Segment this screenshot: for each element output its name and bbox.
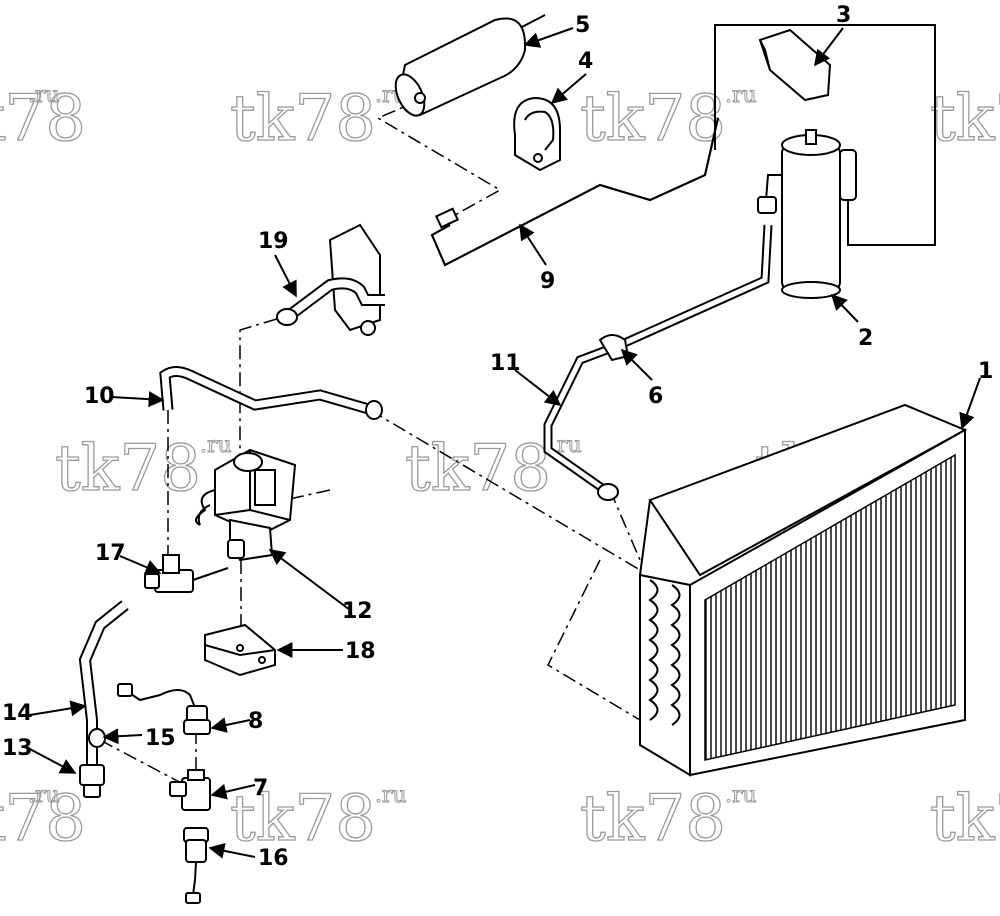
svg-text:tk78: tk78 xyxy=(580,782,726,856)
svg-text:.ru: .ru xyxy=(725,783,757,808)
svg-text:.ru: .ru xyxy=(725,83,757,108)
watermark: tk78.ru xyxy=(54,431,232,506)
part-2-receiver xyxy=(757,129,857,299)
watermark: tk78.ru xyxy=(0,781,87,856)
part-4-clamp xyxy=(513,96,561,172)
watermark: tk78.ru xyxy=(229,781,407,856)
part-9-tube xyxy=(430,117,719,267)
svg-text:tk78: tk78 xyxy=(930,782,1000,856)
svg-text:tk78: tk78 xyxy=(0,82,86,156)
callout-10: 10 xyxy=(84,384,115,409)
callout-11: 11 xyxy=(490,351,521,376)
svg-text:.ru: .ru xyxy=(200,433,232,458)
callout-8: 8 xyxy=(248,709,263,734)
part-3-bracket xyxy=(714,24,936,246)
svg-text:.ru: .ru xyxy=(28,83,60,108)
part-17-tee xyxy=(144,554,229,593)
callout-4: 4 xyxy=(578,49,593,74)
callout-9: 9 xyxy=(540,269,555,294)
callout-1: 1 xyxy=(978,359,993,384)
part-13-fitting xyxy=(79,764,105,798)
svg-text:tk78: tk78 xyxy=(230,782,376,856)
part-19-bracket xyxy=(276,223,385,336)
part-7-tee xyxy=(169,769,211,811)
svg-text:tk78: tk78 xyxy=(580,82,726,156)
watermark: tk78.ru xyxy=(404,431,582,506)
svg-text:tk78: tk78 xyxy=(0,782,86,856)
watermark-layer: tk78.ru tk78.ru tk78.ru tk78 tk78.ru tk7… xyxy=(0,81,1000,856)
watermark: tk78.ru xyxy=(579,781,757,856)
part-10-tube xyxy=(159,366,383,420)
part-18-bracket xyxy=(204,623,276,677)
part-5-filter-drier xyxy=(394,14,546,117)
watermark: tk78.ru xyxy=(579,81,757,156)
part-16-pressure-switch xyxy=(183,827,209,904)
callout-14: 14 xyxy=(2,701,33,726)
svg-text:tk78: tk78 xyxy=(55,432,201,506)
callout-7: 7 xyxy=(253,776,268,801)
callout-17: 17 xyxy=(95,541,126,566)
callout-6: 6 xyxy=(648,384,663,409)
svg-text:tk78: tk78 xyxy=(405,432,551,506)
callout-12: 12 xyxy=(342,599,373,624)
watermark: tk78 xyxy=(929,81,1000,156)
callout-19: 19 xyxy=(258,229,289,254)
callout-13: 13 xyxy=(2,736,33,761)
part-11-tube xyxy=(543,224,773,501)
watermark: tk78 xyxy=(929,781,1000,856)
part-8-pressure-switch xyxy=(117,683,211,735)
callout-18: 18 xyxy=(345,639,376,664)
callout-leaders xyxy=(27,27,981,859)
callouts: 1 2 3 4 5 6 7 8 9 10 11 12 13 14 15 16 1… xyxy=(2,3,993,871)
callout-2: 2 xyxy=(858,326,873,351)
callout-5: 5 xyxy=(575,13,590,38)
callout-3: 3 xyxy=(836,3,851,28)
watermark: tk78.ru xyxy=(0,81,87,156)
callout-16: 16 xyxy=(258,846,289,871)
part-12-solenoid-valve xyxy=(195,448,297,562)
svg-text:tk78: tk78 xyxy=(230,82,376,156)
callout-15: 15 xyxy=(145,726,176,751)
svg-text:.ru: .ru xyxy=(28,783,60,808)
svg-text:.ru: .ru xyxy=(375,783,407,808)
svg-text:tk78: tk78 xyxy=(930,82,1000,156)
part-1-condenser xyxy=(639,403,968,777)
part-15-nut xyxy=(88,728,106,748)
